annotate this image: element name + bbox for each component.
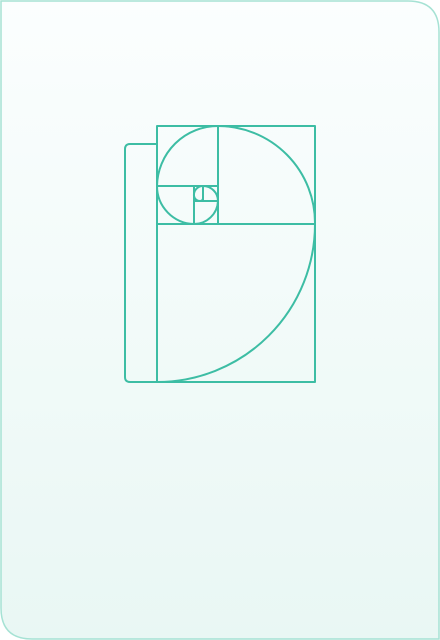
book-back-edge — [124, 143, 158, 383]
outer-rectangle — [156, 125, 316, 383]
golden-spiral — [156, 125, 317, 383]
